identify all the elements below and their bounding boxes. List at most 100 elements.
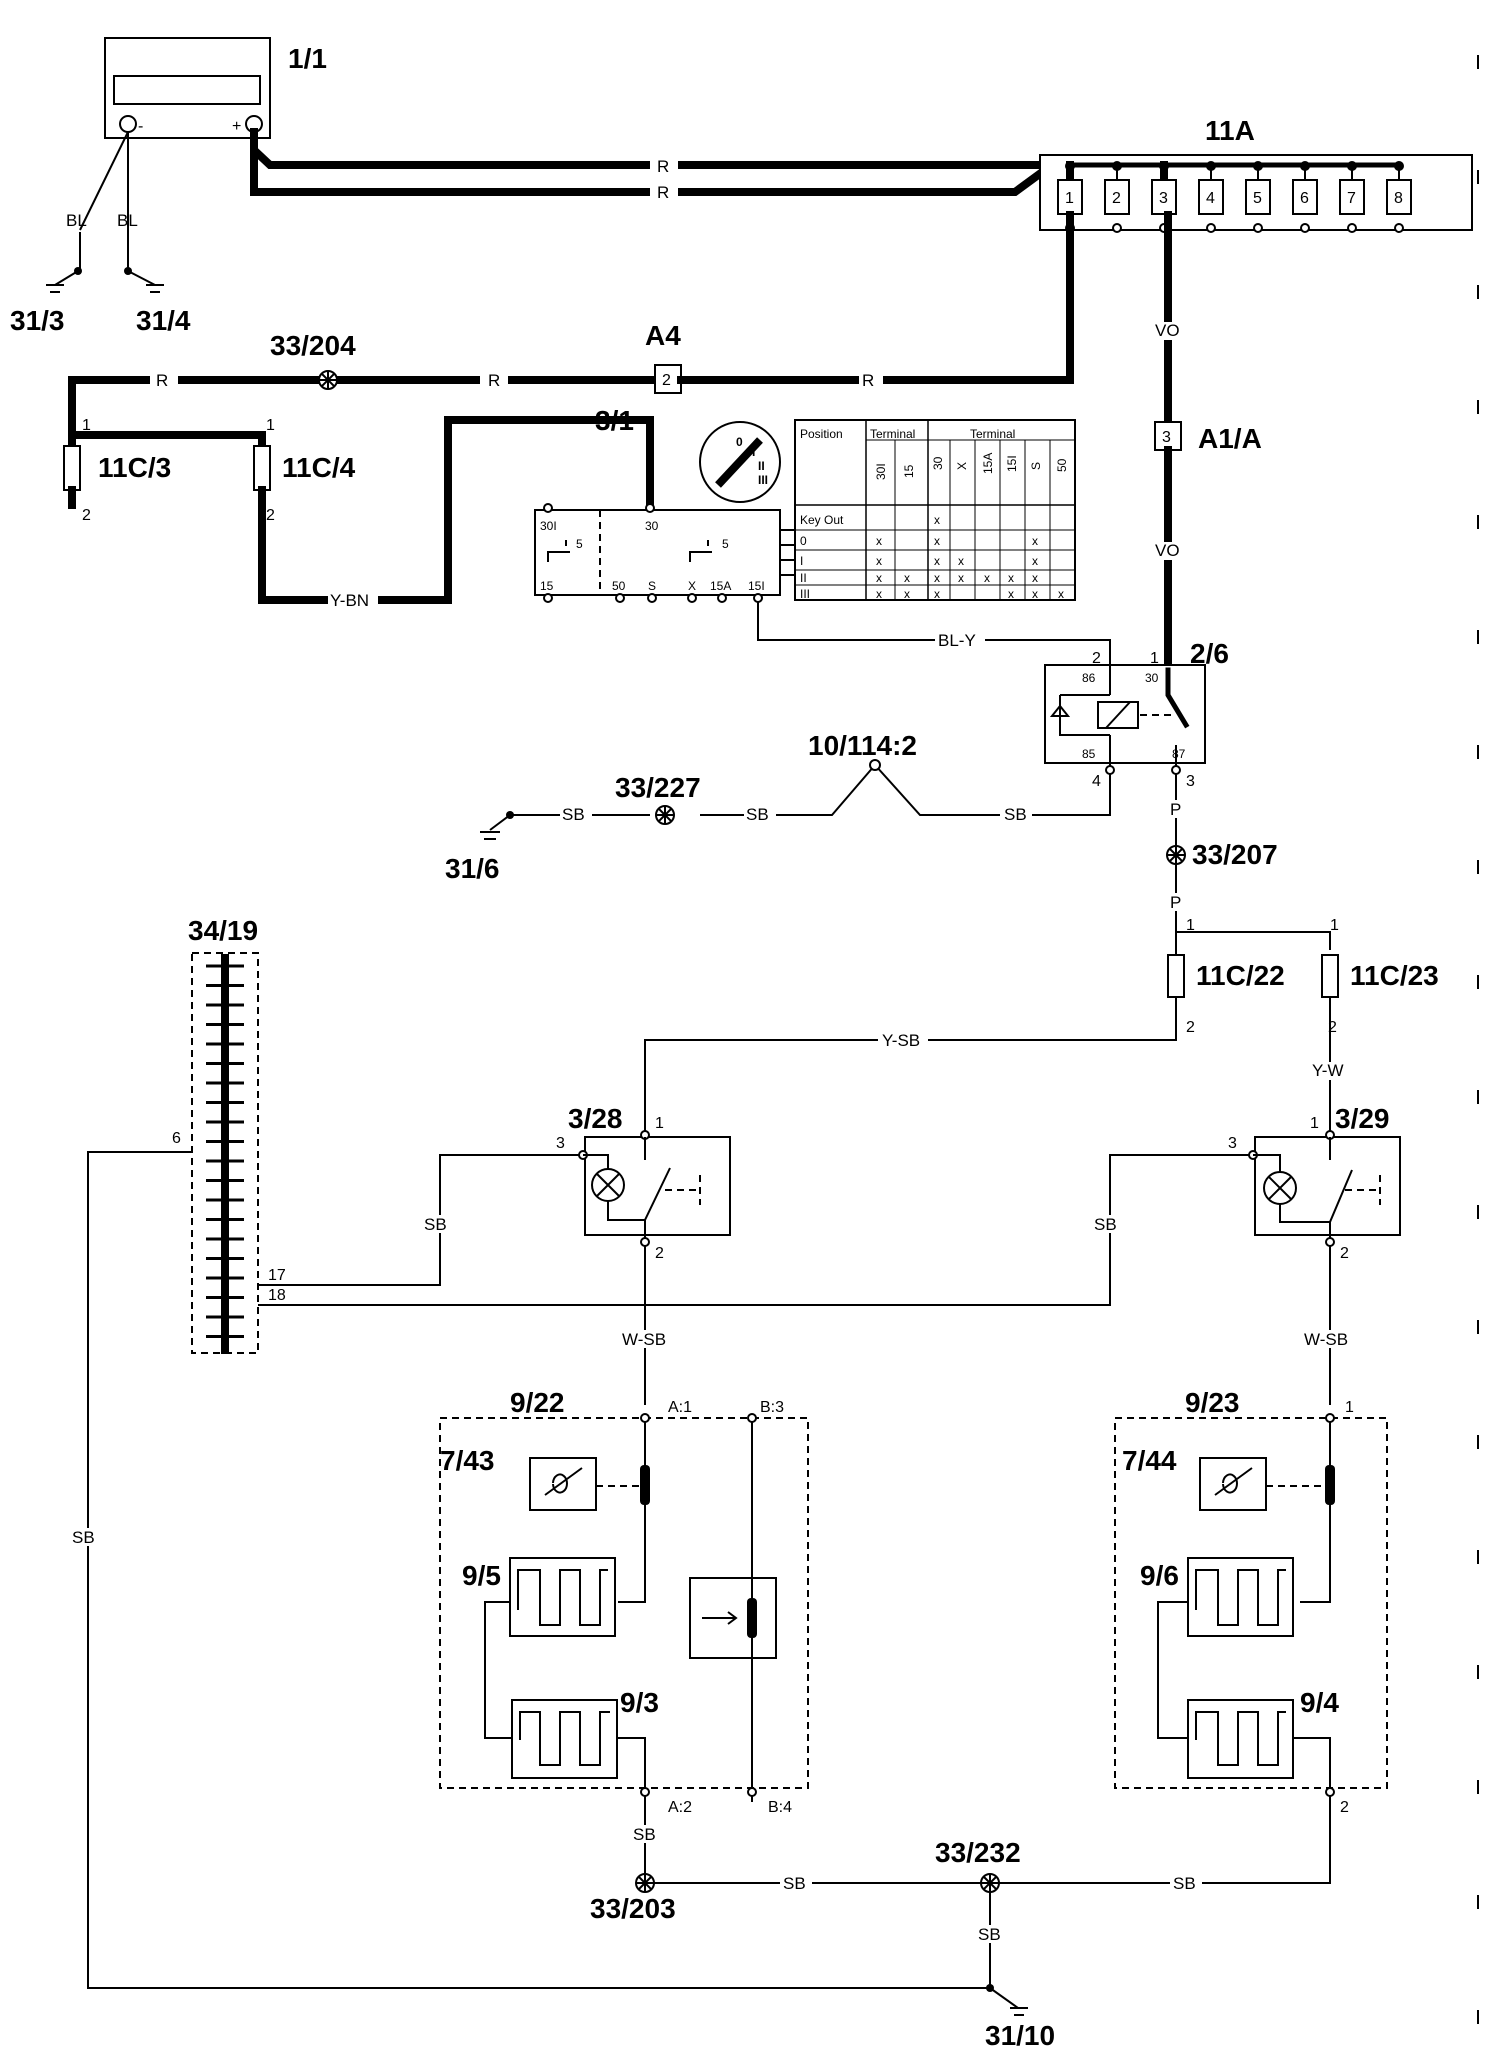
fuse-11c4-label: 11C/4 — [282, 452, 356, 483]
fuse-11c23-label: 11C/23 — [1350, 960, 1439, 991]
fuse-11c3-label: 11C/3 — [98, 452, 171, 483]
table-mark: x — [984, 571, 990, 585]
relay-label: 2/6 — [1190, 638, 1229, 669]
wire-label-y-w: Y-W — [1312, 1061, 1344, 1080]
relay-pin1: 1 — [1150, 650, 1159, 667]
wire-label-sb-10: SB — [978, 1925, 1001, 1944]
wire-label-bl-2: BL — [117, 211, 138, 230]
seat-9-23-label: 9/23 — [1185, 1387, 1240, 1418]
seat-9-22-a1: A:1 — [668, 1399, 692, 1416]
wire-label-sb-7: SB — [633, 1825, 656, 1844]
fuse-11c23-pin1: 1 — [1330, 917, 1339, 934]
wire-label-sb-9: SB — [1173, 1874, 1196, 1893]
relay-coil-wiring — [1059, 660, 1111, 770]
splice-33-207-label: 33/207 — [1192, 839, 1278, 870]
switch-3-29-wiring — [1253, 1137, 1353, 1240]
table-mark: x — [958, 571, 964, 585]
splice-33-207 — [1168, 847, 1184, 863]
fuse-slot-terminal — [1206, 161, 1216, 171]
ground-31-3-label: 31/3 — [10, 305, 65, 336]
fuse-11c23-pin2: 2 — [1328, 1019, 1337, 1036]
fuse-slot-output — [1347, 223, 1357, 233]
splice-33-232 — [982, 1875, 998, 1891]
wire-label-sb-3: SB — [1004, 805, 1027, 824]
table-mark: x — [1032, 534, 1038, 548]
wire-label-sb-1: SB — [562, 805, 585, 824]
relay-coil-mark — [1105, 701, 1131, 729]
switch-3-28-actuator — [665, 1175, 701, 1205]
wire-label-r-5: R — [862, 371, 874, 390]
connector-a1a-label: A1/A — [1198, 423, 1262, 454]
ground-symbol-31-10 — [989, 1987, 1028, 2016]
heater-9-6-element — [1195, 1569, 1286, 1626]
wire-y-bn — [258, 416, 654, 604]
ign-t50: 50 — [612, 579, 626, 593]
table-mark: x — [1008, 587, 1014, 601]
fuse-slot-number: 4 — [1206, 190, 1215, 207]
switch-3-29-pin2: 2 — [1340, 1245, 1349, 1262]
heater-9-4-out — [1293, 1737, 1331, 1790]
battery-ground-wires — [79, 131, 129, 272]
switch-3-29-label: 3/29 — [1335, 1103, 1390, 1134]
connector-pin18: 18 — [268, 1287, 286, 1304]
sensor-7-44-label: 7/44 — [1122, 1445, 1177, 1476]
table-mark: x — [876, 587, 882, 601]
connector-a4 — [654, 364, 682, 394]
wire-label-vo-2: VO — [1155, 541, 1180, 560]
ign-bottom-terminals — [543, 593, 763, 603]
seat-9-23-pin1: 1 — [1345, 1399, 1354, 1416]
fuse-slot-output — [1394, 223, 1404, 233]
fuse-slot-terminal — [1394, 161, 1404, 171]
switch-3-28-pin3: 3 — [556, 1135, 565, 1152]
fuse-11c3-pin1: 1 — [82, 417, 91, 434]
fuse-slot-terminal — [1112, 161, 1122, 171]
relay-30: 30 — [1145, 671, 1159, 685]
fuse-slot-output — [1112, 223, 1122, 233]
ign-t15a: 15A — [710, 579, 731, 593]
fuse-slot — [1104, 179, 1130, 215]
wire-label-p-2: P — [1170, 893, 1181, 912]
relay-85: 85 — [1082, 747, 1096, 761]
key-lock-icon: 0 I II III — [699, 421, 781, 503]
ignition-switch — [534, 509, 781, 596]
fuse-11c3 — [63, 445, 81, 491]
wire-r-2 — [250, 146, 1051, 196]
wire-label-r-4: R — [488, 371, 500, 390]
table-mark: x — [1058, 587, 1064, 601]
fuse-slot-number: 8 — [1394, 190, 1403, 207]
table-col-50: 50 — [1055, 458, 1069, 472]
fuse-slot-terminal — [1065, 161, 1075, 171]
seat-9-22-b3: B:3 — [760, 1399, 784, 1416]
key-pos-3: III — [758, 473, 768, 487]
switch-3-29-pin1: 1 — [1310, 1115, 1319, 1132]
splice-33-203-label: 33/203 — [590, 1893, 676, 1924]
battery: - + — [104, 37, 271, 139]
table-col-x: X — [955, 462, 969, 470]
fuse-slot — [1292, 179, 1318, 215]
joint-10-114-label: 10/114:2 — [808, 730, 917, 761]
table-position-head: Position — [800, 427, 843, 441]
ignition-position-table: Position Terminal Terminal 30I 15 30 X 1… — [794, 419, 1076, 601]
fuse-11c22-label: 11C/22 — [1196, 960, 1285, 991]
fusebox-label: 11A — [1205, 115, 1255, 146]
battery-plus: + — [232, 118, 241, 135]
sensor-7-43 — [529, 1457, 597, 1511]
fuse-11c23 — [1321, 954, 1339, 998]
wire-sb-17 — [258, 1154, 580, 1286]
wire-label-y-sb: Y-SB — [882, 1031, 920, 1050]
connector-a4-pin: 2 — [662, 372, 671, 389]
table-mark: x — [934, 571, 940, 585]
fuse-11c4-pin1: 1 — [266, 417, 275, 434]
wire-label-bl-y: BL-Y — [938, 631, 976, 650]
ign-t15: 15 — [540, 579, 554, 593]
wire-bl-y — [757, 602, 1111, 660]
ground-31-10-label: 31/10 — [985, 2020, 1055, 2050]
relay-pin3: 3 — [1186, 773, 1195, 790]
connector-34-19-label: 34/19 — [188, 915, 258, 946]
fuse-slot — [1386, 179, 1412, 215]
switch-3-28-pin2: 2 — [655, 1245, 664, 1262]
fuse-slot-terminal — [1300, 161, 1310, 171]
fuse-slot-number: 2 — [1112, 190, 1121, 207]
